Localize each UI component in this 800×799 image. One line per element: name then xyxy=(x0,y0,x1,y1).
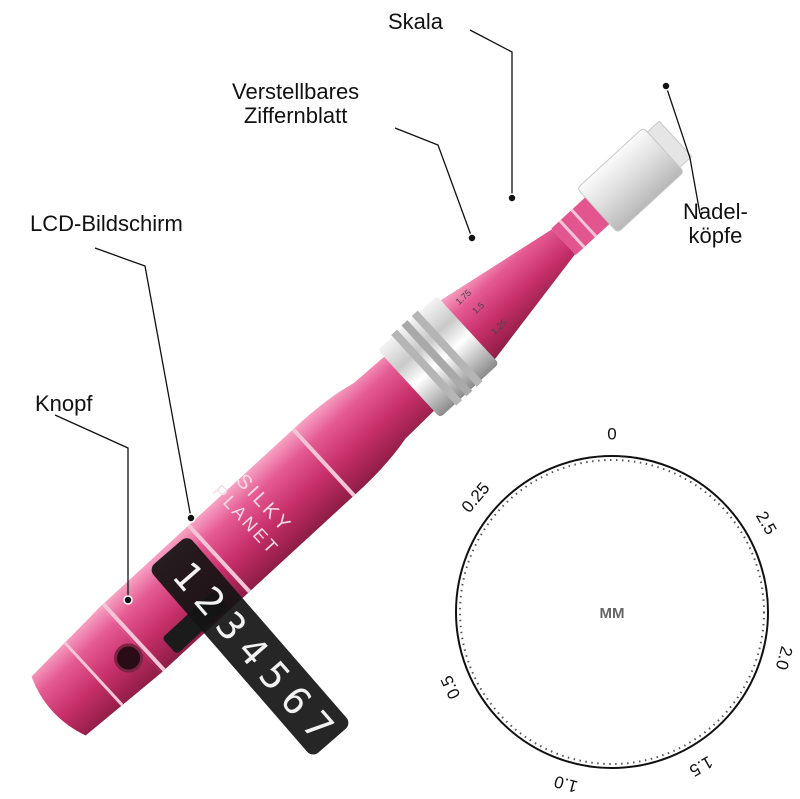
power-button-icon xyxy=(114,643,144,673)
microneedling-pen: SILKY PLANET 1.75 1.5 1.25 xyxy=(31,120,693,736)
depth-gauge-label: 0.25 xyxy=(458,479,494,517)
depth-gauge-label: 2.5 xyxy=(752,508,780,538)
depth-gauge-unit: MM xyxy=(600,605,625,622)
depth-gauge-label: 0.5 xyxy=(437,673,464,702)
depth-gauge-ring xyxy=(459,459,765,765)
callout-dial-line1: Verstellbares xyxy=(232,79,360,104)
depth-gauge-label: 2.0 xyxy=(772,644,796,672)
callout-dial: Verstellbares Ziffernblatt xyxy=(232,80,359,128)
callout-line-needle xyxy=(665,85,701,215)
depth-gauge: MM 0 2.5 2.0 1.5 1.0 0.5 0.25 xyxy=(437,424,796,796)
pen-front-taper xyxy=(440,229,576,360)
needle-cartridge-tip xyxy=(646,120,693,169)
depth-gauge-label: 1.5 xyxy=(686,752,716,780)
depth-gauge-label: 1.0 xyxy=(552,772,580,796)
depth-gauge-label: 0 xyxy=(607,424,616,443)
callout-dial-line2: Ziffernblatt xyxy=(243,103,348,128)
callout-lcd: LCD-Bildschirm xyxy=(30,211,183,236)
callout-dot-needle xyxy=(661,81,671,91)
depth-gauge-disc xyxy=(455,455,769,769)
dial-knurl xyxy=(411,310,483,387)
callout-line-lcd xyxy=(94,247,192,519)
callout-line-button xyxy=(54,414,129,600)
callout-button: Knopf xyxy=(35,391,93,416)
nose-ring xyxy=(551,197,610,255)
barrel-band xyxy=(187,524,251,593)
callout-line-dial xyxy=(394,127,473,239)
callout-dot-lcd xyxy=(186,513,196,523)
callout-needle-line1: Nadel- xyxy=(683,199,748,224)
nose-band xyxy=(570,208,598,238)
dial-knurl xyxy=(401,320,473,397)
pen-rear-cap xyxy=(31,606,162,736)
callout-dot-button xyxy=(123,595,133,605)
callout-line-scale xyxy=(469,29,513,198)
dial-knurl xyxy=(391,329,463,406)
callout-needle-line2: köpfe xyxy=(688,223,743,248)
callout-scale: Skala xyxy=(388,9,444,34)
callout-needle: Nadel- köpfe xyxy=(683,200,748,248)
callout-dot-dial xyxy=(467,233,477,243)
callout-dot-scale xyxy=(507,193,517,203)
barrel-band xyxy=(291,427,356,497)
barrel-band xyxy=(63,641,124,707)
barrel-band xyxy=(101,602,166,672)
nose-band xyxy=(558,219,586,249)
